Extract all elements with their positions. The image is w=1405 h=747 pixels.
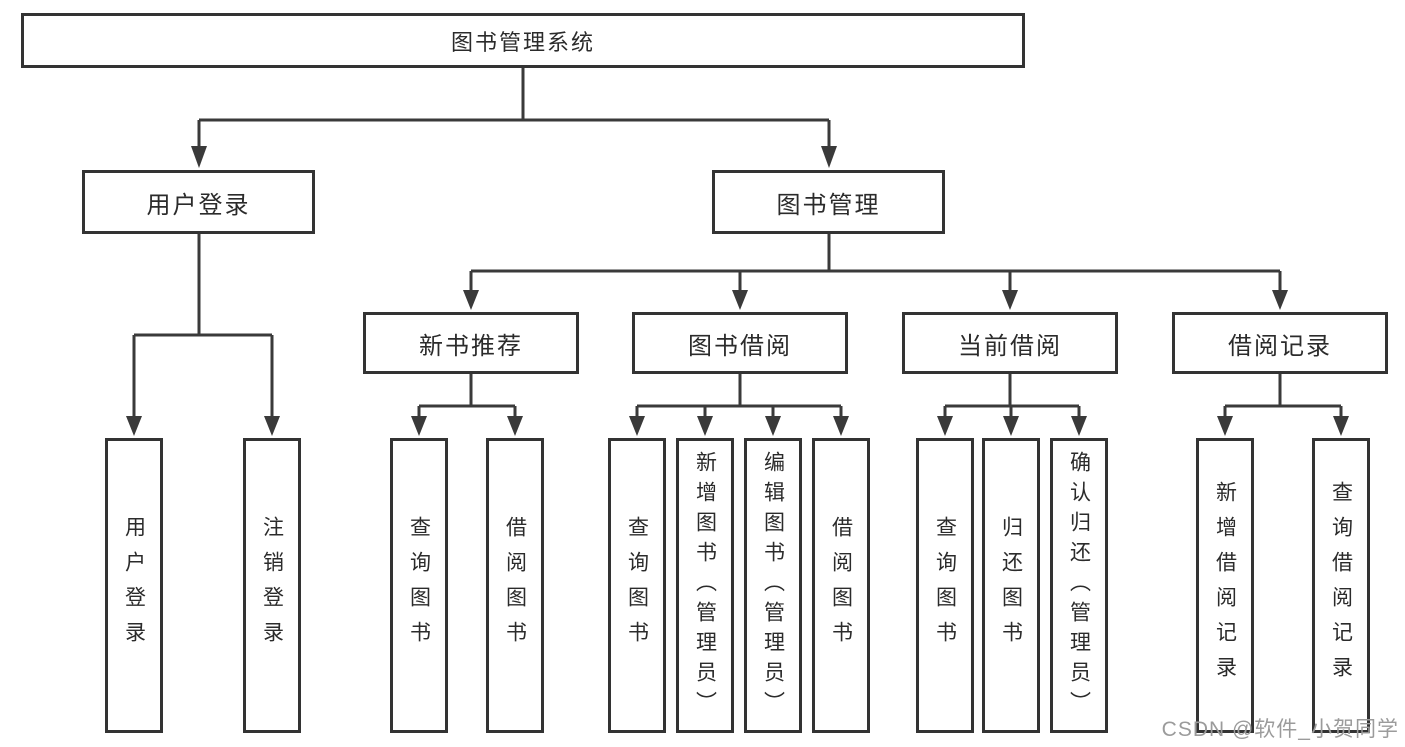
node-label: 图书管理: [776, 191, 881, 219]
node-label: 借阅图书: [503, 515, 527, 656]
node-label: 查询图书: [407, 515, 431, 656]
node-label: 新增借阅记录: [1213, 480, 1237, 691]
leaf-borrow-book-recommend: 借阅图书: [486, 438, 544, 733]
leaf-edit-book-admin: 编辑图书（管理员）: [744, 438, 802, 733]
leaf-add-borrow-record: 新增借阅记录: [1196, 438, 1254, 733]
arrowhead-down-icon: [732, 290, 748, 310]
arrowhead-down-icon: [1272, 290, 1288, 310]
node-label: 借阅记录: [1228, 332, 1332, 360]
node-label: 查询借阅记录: [1329, 480, 1353, 691]
node-label: 图书管理系统: [450, 29, 595, 55]
leaf-query-book-borrow: 查询图书: [608, 438, 666, 733]
node-label: 编辑图书（管理员）: [761, 450, 785, 721]
node-label: 用户登录: [122, 515, 146, 656]
node-label: 图书借阅: [688, 332, 792, 360]
leaf-query-borrow-record: 查询借阅记录: [1312, 438, 1370, 733]
arrowhead-down-icon: [821, 146, 837, 168]
arrowhead-down-icon: [411, 416, 427, 436]
arrowhead-down-icon: [765, 416, 781, 436]
arrowhead-down-icon: [1217, 416, 1233, 436]
node-current-borrow: 当前借阅: [902, 312, 1118, 374]
arrowhead-down-icon: [191, 146, 207, 168]
node-label: 查询图书: [933, 515, 957, 656]
node-new-book-recommend: 新书推荐: [363, 312, 579, 374]
node-book-borrow: 图书借阅: [632, 312, 848, 374]
arrowhead-down-icon: [1003, 416, 1019, 436]
arrowhead-down-icon: [1333, 416, 1349, 436]
node-label: 新增图书（管理员）: [693, 450, 717, 721]
arrowhead-down-icon: [507, 416, 523, 436]
leaf-return-book: 归还图书: [982, 438, 1040, 733]
leaf-borrow-book: 借阅图书: [812, 438, 870, 733]
leaf-user-login: 用户登录: [105, 438, 163, 733]
node-label: 用户登录: [146, 191, 251, 219]
leaf-query-book-recommend: 查询图书: [390, 438, 448, 733]
arrowhead-down-icon: [264, 416, 280, 436]
leaf-add-book-admin: 新增图书（管理员）: [676, 438, 734, 733]
leaf-logout: 注销登录: [243, 438, 301, 733]
node-borrow-records: 借阅记录: [1172, 312, 1388, 374]
arrowhead-down-icon: [1002, 290, 1018, 310]
arrowhead-down-icon: [629, 416, 645, 436]
arrowhead-down-icon: [697, 416, 713, 436]
arrowhead-down-icon: [463, 290, 479, 310]
node-label: 注销登录: [260, 515, 284, 656]
arrowhead-down-icon: [1071, 416, 1087, 436]
node-user-login: 用户登录: [82, 170, 315, 234]
node-label: 确认归还（管理员）: [1067, 450, 1091, 721]
node-book-management: 图书管理: [712, 170, 945, 234]
node-label: 借阅图书: [829, 515, 853, 656]
arrowhead-down-icon: [937, 416, 953, 436]
csdn-watermark: CSDN @软件_小贺同学: [1161, 718, 1399, 741]
leaf-query-book-current: 查询图书: [916, 438, 974, 733]
node-label: 当前借阅: [958, 332, 1062, 360]
arrowhead-down-icon: [126, 416, 142, 436]
node-label: 查询图书: [625, 515, 649, 656]
node-label: 新书推荐: [419, 332, 523, 360]
leaf-confirm-return-admin: 确认归还（管理员）: [1050, 438, 1108, 733]
node-label: 归还图书: [999, 515, 1023, 656]
node-library-management-system: 图书管理系统: [21, 13, 1025, 68]
arrowhead-down-icon: [833, 416, 849, 436]
